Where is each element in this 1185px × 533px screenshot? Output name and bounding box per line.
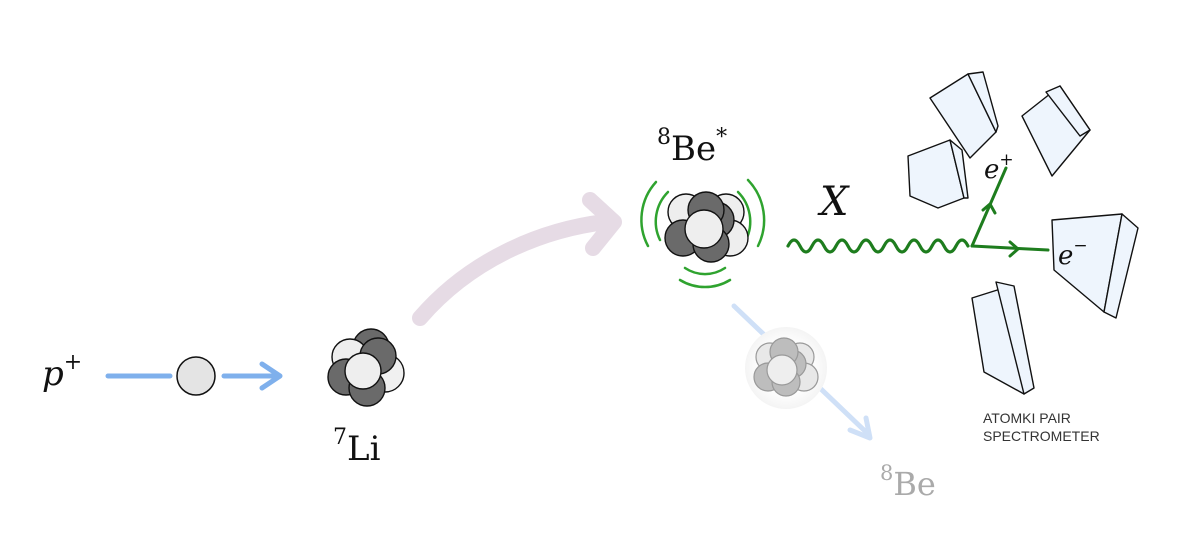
detector-bottom — [971, 281, 1035, 395]
spectrometer-detectors — [907, 71, 1139, 395]
detector-right — [1051, 213, 1139, 319]
lithium-label-sup: 7 — [333, 425, 347, 450]
electron-label-base: e — [1058, 241, 1073, 271]
pair-tracks — [970, 166, 1050, 258]
proton-label-base: p — [42, 354, 64, 394]
positron-label-base: e — [984, 155, 999, 185]
beryllium-excited-sup: 8 — [657, 125, 671, 150]
decay-arrowhead — [847, 415, 873, 441]
detector-left — [907, 139, 969, 209]
spectrometer-caption-line1: ATOMKI PAIR — [983, 410, 1071, 426]
beryllium-excited-label: 8Be* — [657, 125, 727, 169]
electron-label-sup: − — [1073, 236, 1087, 256]
detector-top-left — [929, 71, 999, 159]
proton-arrowhead — [259, 361, 283, 391]
beryllium-ground-sup: 8 — [880, 461, 893, 485]
proton-label: p+ — [42, 350, 82, 394]
proton-label-sup: + — [64, 350, 82, 375]
proton-particle — [176, 356, 216, 396]
lithium-nucleus — [327, 328, 405, 407]
beryllium-excited-star: * — [716, 125, 727, 150]
reaction-arrowhead — [582, 192, 622, 256]
beryllium-excited-base: Be — [671, 129, 716, 169]
lithium-label: 7Li — [333, 425, 381, 469]
boson-label: X — [817, 179, 850, 225]
lithium-label-base: Li — [347, 429, 381, 469]
spectrometer-caption-line2: SPECTROMETER — [983, 428, 1100, 444]
positron-track — [970, 166, 1008, 248]
positron-label: e+ — [984, 150, 1014, 185]
positron-arrowhead — [981, 202, 997, 215]
electron-arrowhead — [1008, 240, 1020, 258]
detector-top-right — [1021, 85, 1091, 177]
beryllium-ground-label: 8Be — [880, 461, 936, 503]
boson-wave — [786, 238, 970, 254]
positron-label-sup: + — [999, 150, 1013, 170]
electron-track — [970, 244, 1050, 252]
beryllium-ground-nucleus — [745, 327, 827, 409]
electron-label: e− — [1058, 236, 1088, 271]
reaction-arrow — [412, 214, 613, 326]
beryllium-ground-base: Be — [893, 465, 935, 503]
beryllium-excited-nucleus — [664, 191, 749, 263]
